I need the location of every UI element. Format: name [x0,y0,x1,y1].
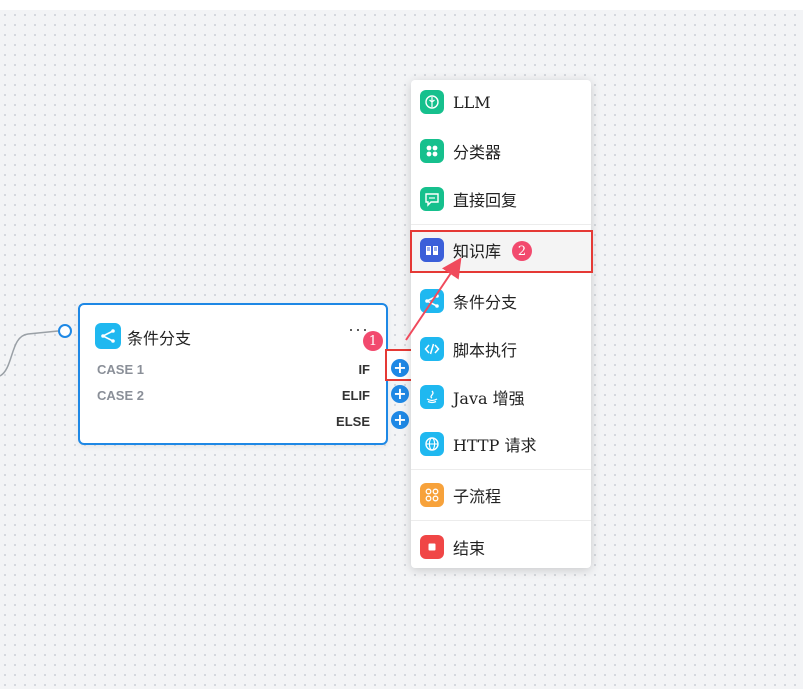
menu-item-knowledge-base-highlighted[interactable]: 知识库 [411,233,591,267]
case-label: CASE 2 [97,388,144,403]
menu-divider [411,224,591,225]
menu-item-http[interactable]: HTTP 请求 [411,427,591,461]
brain-icon [420,90,444,114]
menu-item-label: 脚本执行 [453,341,518,360]
case-label: CASE 1 [97,362,144,377]
menu-divider [411,469,591,470]
step-badge-2: 2 [512,241,532,261]
menu-item-label: 直接回复 [453,191,518,210]
menu-item-label: HTTP 请求 [453,436,537,455]
menu-item-label: 条件分支 [453,293,518,312]
stop-icon [420,535,444,559]
branch-label-elif: ELIF [341,388,370,403]
book-icon [420,238,444,262]
input-handle[interactable] [58,324,72,338]
menu-item-classifier[interactable]: 分类器 [411,134,591,168]
top-strip [0,0,803,10]
globe-icon [420,432,444,456]
step-badge-1: 1 [363,331,383,351]
more-icon[interactable]: ··· [348,319,369,339]
menu-item-direct-reply[interactable]: 直接回复 [411,182,591,216]
menu-item-condition-branch[interactable]: 条件分支 [411,284,591,318]
code-icon [420,337,444,361]
add-node-else-button[interactable]: + [391,411,409,429]
java-icon [420,385,444,409]
node-title: 条件分支 [127,329,192,348]
chat-icon [420,187,444,211]
menu-item-label: 知识库 [453,242,502,261]
branch-icon [95,323,121,349]
menu-item-label: Java 增强 [453,389,525,408]
menu-item-label: 子流程 [453,487,502,506]
menu-item-script[interactable]: 脚本执行 [411,332,591,366]
branch-label-if: IF [358,362,370,377]
dots-grid-icon [420,139,444,163]
condition-node[interactable]: 条件分支 ··· CASE 1 IF CASE 2 ELIF ELSE [78,303,388,445]
branch-label-else: ELSE [336,414,370,429]
menu-item-label: 分类器 [453,143,502,162]
subflow-icon [420,483,444,507]
menu-item-label: 结束 [453,539,486,558]
menu-item-subflow[interactable]: 子流程 [411,478,591,512]
node-type-menu: LLM 分类器 直接回复 知识库 条件分支 脚本执行 [411,80,591,568]
add-node-if-button[interactable]: + [391,359,409,377]
branch-icon [420,289,444,313]
menu-item-label: LLM [453,92,491,112]
menu-item-llm[interactable]: LLM [411,85,591,119]
menu-item-end[interactable]: 结束 [411,530,591,564]
menu-item-java[interactable]: Java 增强 [411,380,591,414]
add-node-elif-button[interactable]: + [391,385,409,403]
menu-divider [411,520,591,521]
